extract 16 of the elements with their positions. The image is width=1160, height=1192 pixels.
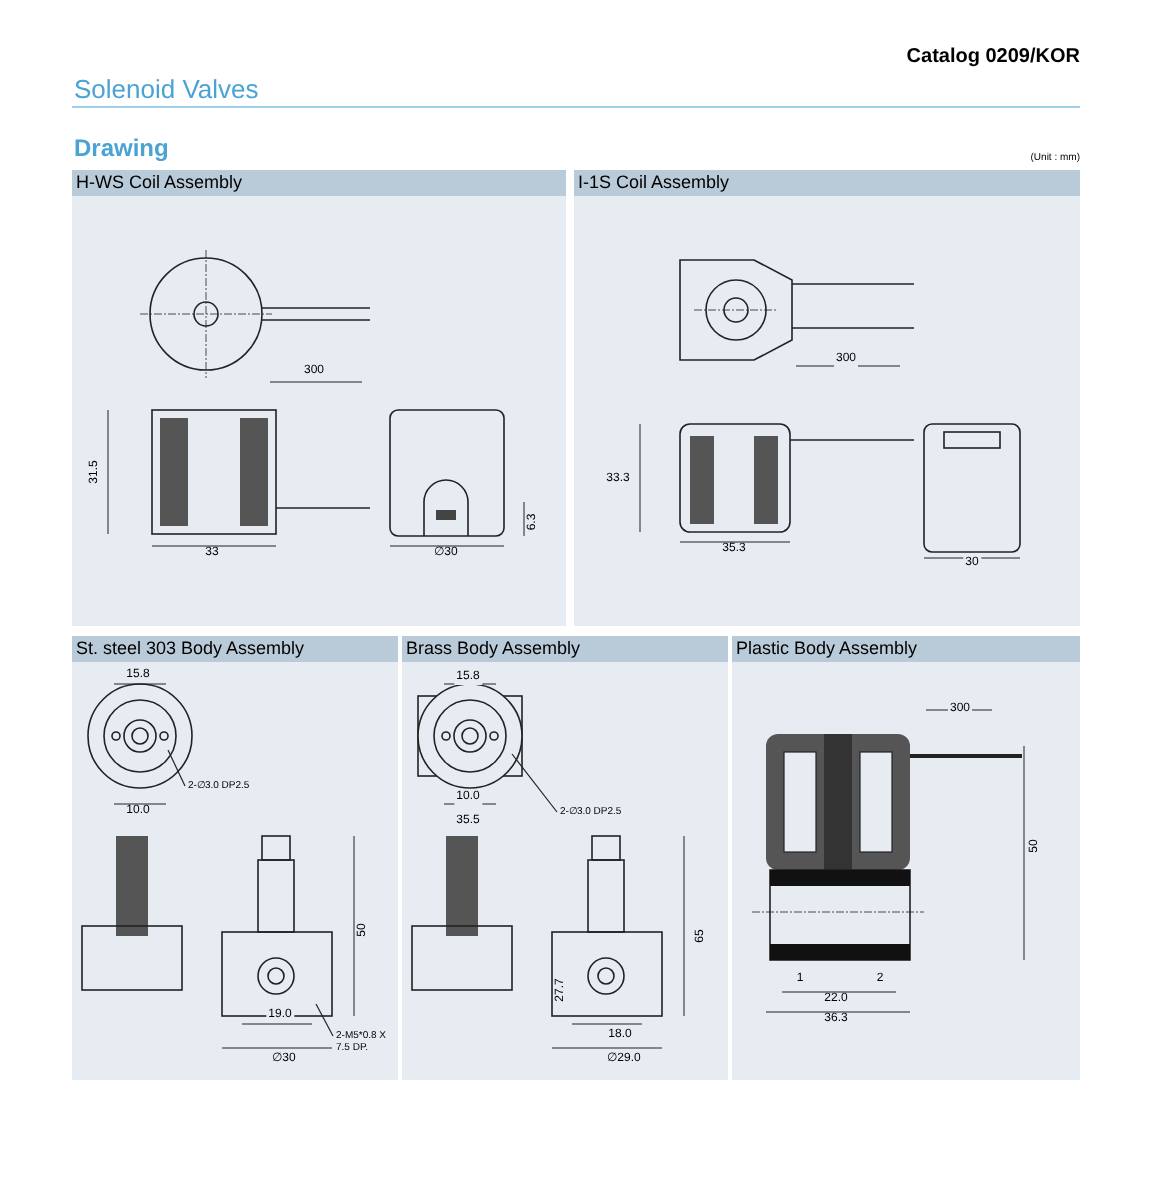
leader-line [167,749,186,787]
panel-header: St. steel 303 Body Assembly [72,636,398,662]
page-heading: Solenoid Valves [74,72,259,108]
drawing-panel [72,170,566,626]
panel-header: H-WS Coil Assembly [72,170,566,196]
drawing-panel [402,636,728,1080]
panel-header: I-1S Coil Assembly [574,170,1080,196]
section-heading: Drawing [74,132,169,166]
drawing-panel [72,636,398,1080]
leader-line [511,753,558,813]
panel-header: Brass Body Assembly [402,636,728,662]
drawing-panel [574,170,1080,626]
catalog-number: Catalog 0209/KOR [906,44,1080,72]
panel-header: Plastic Body Assembly [732,636,1080,662]
leader-line [315,1003,334,1037]
drawing-panel [732,636,1080,1080]
